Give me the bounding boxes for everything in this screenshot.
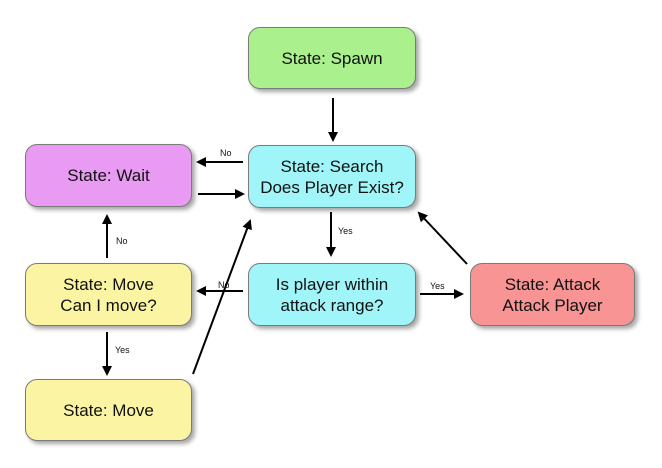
- edge-label-range-canmove: No: [218, 280, 230, 290]
- node-text-line: Is player within: [275, 274, 389, 294]
- edge-label-search-wait: No: [220, 148, 232, 158]
- node-text-line: Does Player Exist?: [260, 177, 404, 197]
- node-text-line: Can I move?: [60, 295, 157, 315]
- node-text-line: State: Move: [63, 274, 154, 294]
- node-text-line: State: Wait: [67, 166, 150, 185]
- node-text-line: State: Attack: [504, 274, 601, 294]
- arrow-move-to-search: [192, 219, 252, 375]
- node-wait: State: Wait: [25, 144, 192, 207]
- node-move: State: Move: [25, 379, 192, 441]
- edge-label-search-range: Yes: [338, 226, 353, 236]
- edge-label-canmove-move: Yes: [115, 345, 130, 355]
- node-spawn: State: Spawn: [248, 27, 416, 89]
- arrow-attack-to-search: [417, 211, 468, 265]
- node-text-line: State: Search: [280, 156, 384, 176]
- node-text-line: State: Spawn: [281, 48, 383, 68]
- node-text-line: Attack Player: [502, 295, 603, 315]
- node-text-line: State: Move: [63, 400, 154, 420]
- edge-label-range-attack: Yes: [430, 281, 445, 291]
- edge-label-canmove-wait: No: [116, 236, 128, 246]
- node-text-line: attack range?: [280, 295, 384, 315]
